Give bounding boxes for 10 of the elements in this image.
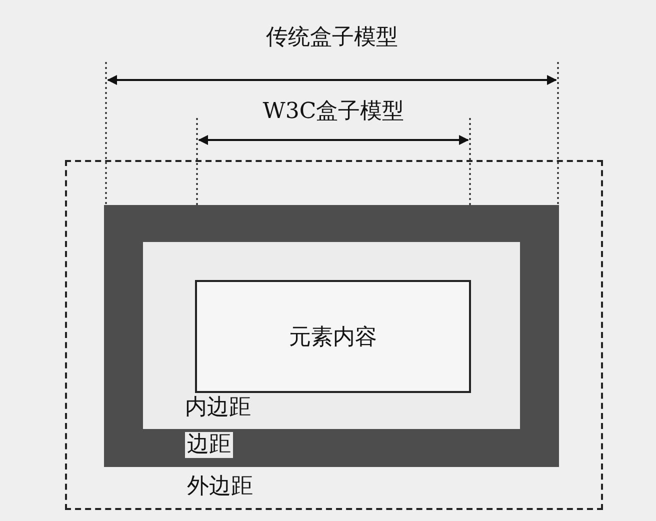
layer-label: 外边距: [186, 474, 254, 500]
margin-box: [65, 160, 603, 510]
layer-label: 边距: [185, 432, 233, 458]
border-band: [104, 205, 559, 467]
box-label: 元素内容: [289, 324, 377, 352]
dimension-label: 传统盒子模型: [266, 24, 398, 52]
layer-label: 内边距: [184, 395, 252, 422]
dimension-label: W3C盒子模型: [262, 98, 404, 126]
padding-area: [143, 242, 520, 429]
content-box: [195, 280, 471, 393]
